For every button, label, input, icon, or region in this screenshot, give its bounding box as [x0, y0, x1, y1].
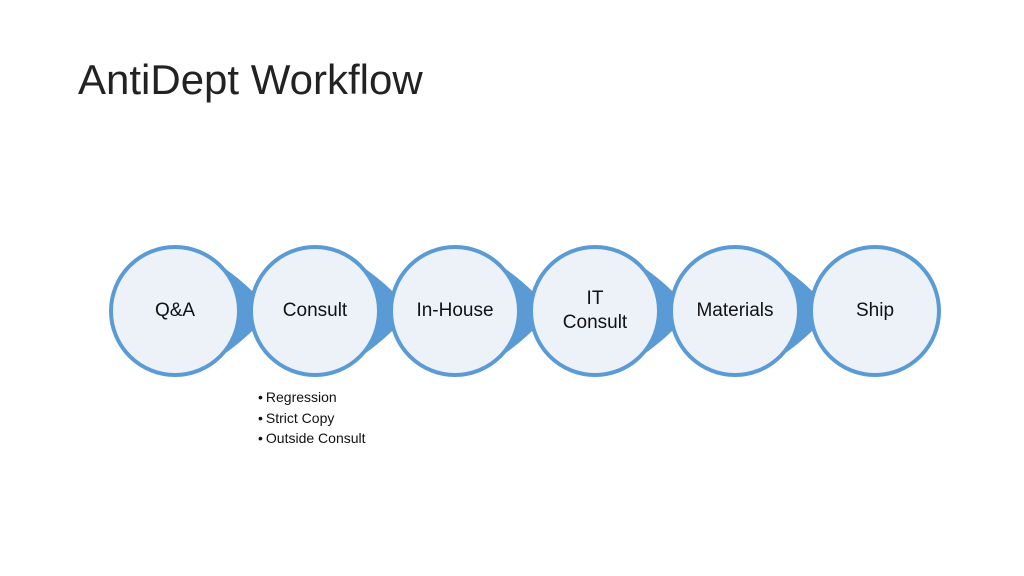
node-circle-in-house: [389, 245, 521, 377]
node-circle-ship: [809, 245, 941, 377]
node-circle-materials: [669, 245, 801, 377]
slide-title: AntiDept Workflow: [78, 56, 423, 103]
node-circle-consult: [249, 245, 381, 377]
node-label-in-house: In-House: [416, 300, 494, 321]
node-label-consult: Consult: [282, 300, 348, 321]
node-label-it-consult: IT Consult: [562, 288, 628, 333]
sub-item-regression: Regression: [258, 387, 366, 408]
sub-item-outside-consult: Outside Consult: [258, 428, 366, 449]
node-circle-qa: [109, 245, 241, 377]
sub-item-strict-copy: Strict Copy: [258, 408, 366, 429]
workflow-nodes: [109, 245, 941, 377]
node-label-materials: Materials: [696, 300, 774, 321]
node-circle-it-consult: [529, 245, 661, 377]
consult-sub-items: Regression Strict Copy Outside Consult: [258, 387, 366, 449]
node-label-ship: Ship: [855, 300, 895, 321]
node-label-qa: Q&A: [154, 300, 196, 321]
